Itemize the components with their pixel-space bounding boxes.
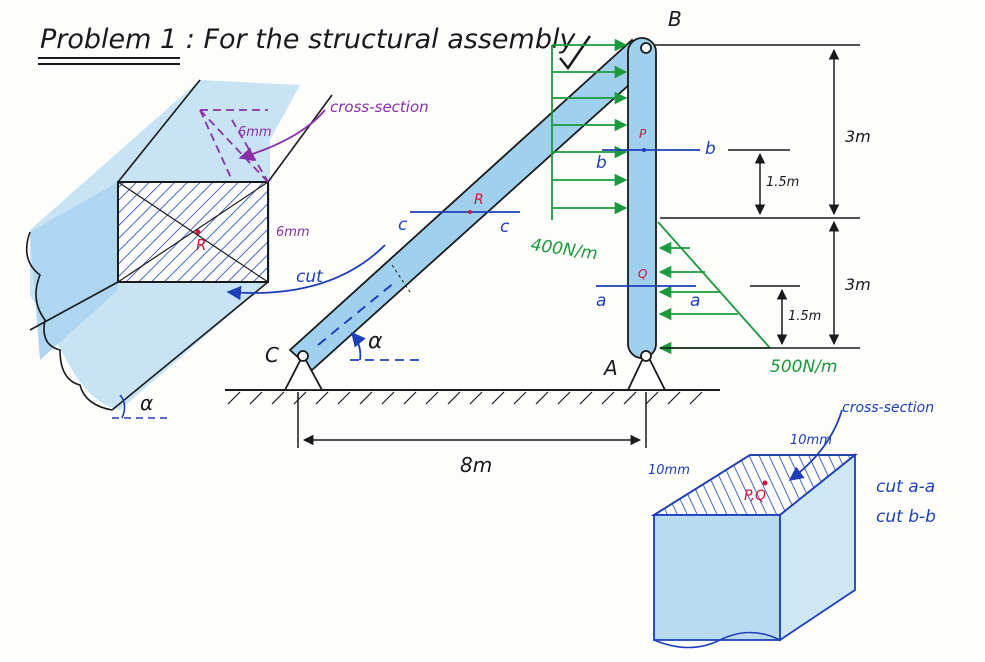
cut-a-right: a (690, 291, 700, 311)
cut-b-left: b (596, 153, 607, 173)
uniform-load-label: 400N/m (529, 235, 599, 264)
right-section-arrow (788, 409, 843, 481)
cut-bb-label: cut b-b (876, 507, 936, 527)
problem-title: Problem 1 : For the structural assembly (40, 24, 576, 55)
alpha-bar-label: α (368, 329, 383, 354)
cut-b-right: b (705, 139, 716, 159)
label-C: C (265, 343, 279, 367)
label-B: B (668, 7, 682, 31)
support-A (626, 349, 667, 391)
pin-B (640, 42, 652, 54)
dimension-lines-right (655, 44, 860, 349)
inclined-member (288, 38, 652, 372)
label-P: P (639, 127, 647, 141)
dim-top-height: 3m (845, 127, 871, 146)
triangular-load (657, 221, 771, 355)
cut-arrow-label: cut (296, 267, 324, 287)
dim-span: 8m (460, 453, 492, 477)
label-A: A (602, 356, 618, 380)
label-Q: Q (638, 267, 647, 281)
vertical-member (627, 37, 657, 359)
dim-bottom-height: 3m (845, 275, 871, 294)
left-height-label: 6mm (276, 225, 310, 240)
right-width-label: 10mm (790, 433, 832, 448)
left-section-arrow (238, 109, 326, 162)
right-section-title: cross-section (842, 400, 934, 416)
left-section-detail (25, 79, 333, 419)
point-P-dot (642, 148, 646, 152)
cut-c-left: c (398, 215, 408, 235)
span-dimension (297, 392, 647, 448)
cut-aa-label: cut a-a (876, 477, 935, 497)
left-R-label: R (196, 236, 206, 254)
point-R-dot (468, 210, 472, 214)
cut-arrow (226, 244, 386, 301)
label-R: R (474, 192, 484, 208)
alpha-detail-label: α (140, 391, 153, 415)
right-section-detail (650, 453, 858, 649)
cut-a-left: a (596, 291, 606, 311)
check-mark-icon (559, 35, 592, 71)
cut-c-right: c (500, 217, 510, 237)
ground-hatching (227, 391, 703, 405)
left-section-title: cross-section (330, 98, 429, 116)
left-width-label: 6mm (238, 125, 272, 140)
uniform-load (551, 38, 628, 220)
right-depth-label: 10mm (648, 463, 690, 478)
dim-a-offset: 1.5m (788, 309, 821, 324)
alpha-arc (351, 331, 366, 361)
right-PQ-label: P,Q (744, 488, 766, 504)
support-C (283, 350, 324, 391)
dim-b-offset: 1.5m (766, 175, 799, 190)
triangular-load-label: 500N/m (770, 357, 837, 377)
